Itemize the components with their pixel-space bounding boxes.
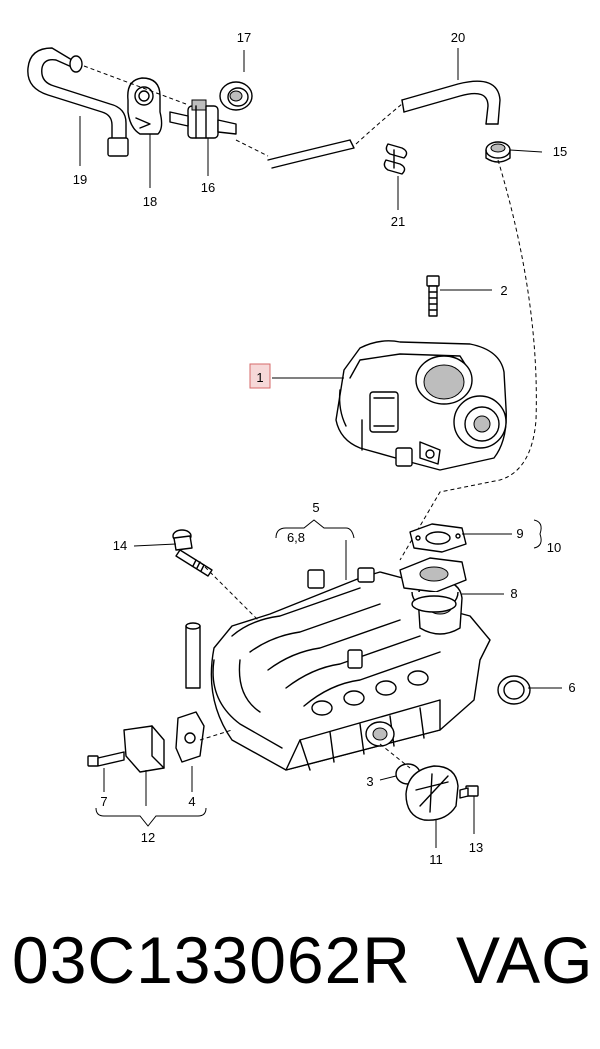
part-12-dashed — [199, 729, 233, 741]
callout-2: 2 — [500, 283, 507, 298]
callout-3: 3 — [366, 774, 373, 789]
connection-dashed-line-right — [399, 159, 537, 561]
valve-16-drawing — [169, 99, 237, 139]
gasket-4-drawing — [175, 711, 205, 763]
brand-name: VAG — [456, 923, 594, 997]
callout-19: 19 — [73, 172, 87, 187]
callout-14: 14 — [113, 538, 127, 553]
throttle-body-drawing — [335, 275, 507, 471]
callout-8: 8 — [510, 586, 517, 601]
callout-9: 9 — [516, 526, 523, 541]
callout-15: 15 — [553, 144, 567, 159]
bracket-12-drawing — [123, 725, 165, 773]
callout-21: 21 — [391, 214, 405, 229]
clip-15-drawing — [485, 141, 511, 163]
callout-18: 18 — [143, 194, 157, 209]
callout-16: 16 — [201, 180, 215, 195]
callout-6: 6 — [568, 680, 575, 695]
leader-lines — [79, 48, 562, 848]
callout-12: 12 — [141, 830, 155, 845]
callout-20: 20 — [451, 30, 465, 45]
callout-5: 5 — [312, 500, 319, 515]
connection-dashed-line-mid — [355, 103, 403, 145]
cover-11-drawing — [405, 765, 459, 821]
callout-13: 13 — [469, 840, 483, 855]
part-number: 03C133062R — [12, 923, 411, 997]
hose-middle-drawing — [267, 139, 355, 169]
callout-1-highlight — [249, 363, 271, 389]
callout-17: 17 — [237, 30, 251, 45]
ring-17-drawing — [219, 81, 253, 111]
gasket-8-drawing — [399, 557, 467, 613]
callout-10: 10 — [547, 540, 561, 555]
exploded-parts-diagram: 1 2 3 4 5 6 6,8 7 8 9 10 11 12 13 14 15 … — [27, 30, 576, 867]
bolt-13-drawing — [459, 785, 479, 799]
hose-20-drawing — [401, 80, 501, 125]
hose-19-drawing — [27, 47, 129, 157]
callout-4: 4 — [188, 794, 195, 809]
o-ring-6-drawing — [497, 675, 531, 705]
gasket-9-drawing — [409, 523, 467, 553]
clip-21-drawing — [383, 143, 408, 175]
callout-7: 7 — [100, 794, 107, 809]
connection-dashed-line-top — [83, 65, 269, 157]
bolt-14-drawing — [172, 529, 213, 577]
bolt-7-drawing — [87, 751, 125, 767]
callout-1: 1 — [256, 370, 263, 385]
callout-11: 11 — [429, 852, 443, 867]
callout-6-8: 6,8 — [287, 530, 305, 545]
bracket-18-drawing — [127, 77, 163, 135]
